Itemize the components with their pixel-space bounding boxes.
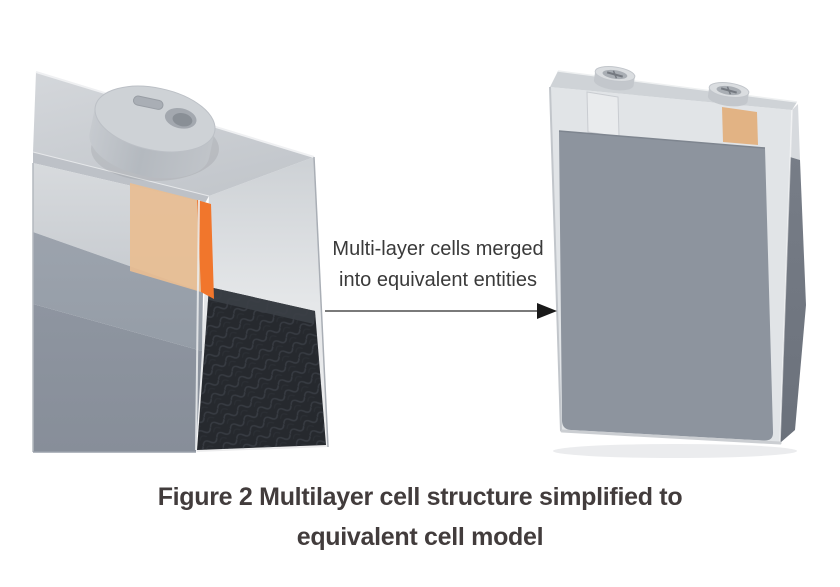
cell-side-face: [780, 157, 806, 443]
merge-arrow-icon: [325, 303, 557, 319]
tab-orange: [722, 107, 758, 145]
ground-shadow: [553, 444, 797, 458]
figure-caption-line1: Figure 2 Multilayer cell structure simpl…: [157, 483, 683, 511]
multilayer-cell-illustration: [32, 71, 329, 453]
equivalent-cell-block: [558, 130, 782, 445]
vent-slot: [132, 95, 164, 110]
terminal-left: [593, 66, 636, 91]
multilayer-stack-side: [197, 287, 326, 450]
terminal-post: [89, 85, 219, 181]
terminal-right: [707, 82, 750, 107]
merge-annotation-line1: Multi-layer cells merged: [332, 238, 544, 260]
merge-annotation: Multi-layer cells merged into equivalent…: [312, 234, 564, 296]
figure-caption: Figure 2 Multilayer cell structure simpl…: [0, 477, 840, 557]
equivalent-cell-illustration: [549, 66, 806, 458]
electrode-tab: [130, 183, 214, 451]
merge-annotation-line2: into equivalent entities: [339, 269, 537, 291]
tab-white: [586, 91, 620, 138]
figure-caption-line2: equivalent cell model: [296, 523, 544, 551]
